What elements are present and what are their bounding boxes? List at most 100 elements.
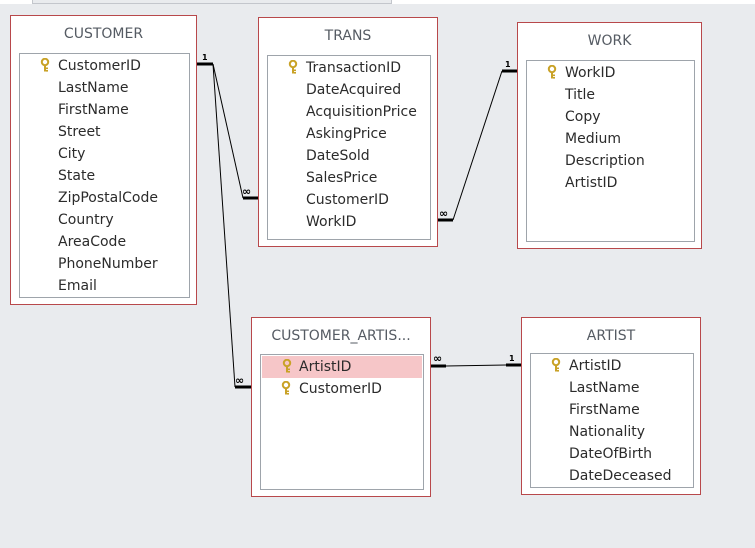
field-label: ArtistID bbox=[569, 358, 622, 374]
field-row[interactable]: LastName bbox=[531, 377, 693, 399]
field-row[interactable]: City bbox=[20, 143, 189, 165]
field-row[interactable]: Email bbox=[20, 275, 189, 297]
field-label: Nationality bbox=[569, 424, 646, 440]
relationship-customerartist-artist[interactable]: ∞ 1 bbox=[431, 352, 521, 368]
relationship-trans-work[interactable]: ∞ 1 bbox=[437, 60, 517, 222]
field-label: LastName bbox=[58, 80, 129, 96]
field-label: WorkID bbox=[565, 65, 616, 81]
field-list[interactable]: WorkID Title Copy Medium Description Art… bbox=[526, 60, 695, 242]
field-row[interactable]: AcquisitionPrice bbox=[268, 101, 430, 123]
field-list[interactable]: ArtistID LastName FirstName Nationality … bbox=[530, 353, 694, 488]
field-label: Description bbox=[565, 153, 645, 169]
field-label: State bbox=[58, 168, 96, 184]
field-label: Email bbox=[58, 278, 97, 294]
field-row[interactable]: FirstName bbox=[20, 99, 189, 121]
field-label: DateOfBirth bbox=[569, 446, 653, 462]
field-label: Street bbox=[58, 124, 101, 140]
cardinality-one-label: 1 bbox=[505, 60, 511, 69]
field-row[interactable]: CustomerID bbox=[268, 189, 430, 211]
field-list[interactable]: ArtistID CustomerID bbox=[260, 354, 424, 490]
field-row[interactable]: Street bbox=[20, 121, 189, 143]
field-label: ArtistID bbox=[299, 359, 352, 375]
table-title: CUSTOMER_ARTIS... bbox=[271, 328, 411, 344]
field-label: PhoneNumber bbox=[58, 256, 158, 272]
primary-key-icon bbox=[288, 60, 298, 74]
field-label: CustomerID bbox=[299, 381, 382, 397]
field-row[interactable]: Nationality bbox=[531, 421, 693, 443]
field-row[interactable]: LastName bbox=[20, 77, 189, 99]
field-row[interactable]: PhoneNumber bbox=[20, 253, 189, 275]
field-row[interactable]: Copy bbox=[527, 106, 694, 128]
cardinality-many-label: ∞ bbox=[242, 185, 251, 198]
cardinality-one-label: 1 bbox=[509, 354, 515, 363]
primary-key-icon bbox=[281, 381, 291, 395]
table-title: TRANS bbox=[324, 28, 372, 44]
field-row[interactable]: CustomerID bbox=[261, 378, 423, 400]
field-row[interactable]: DateAcquired bbox=[268, 79, 430, 101]
field-row[interactable]: Description bbox=[527, 150, 694, 172]
field-row[interactable]: ZipPostalCode bbox=[20, 187, 189, 209]
field-label: FirstName bbox=[58, 102, 129, 118]
table-customer[interactable]: CUSTOMER CustomerID LastName FirstName S… bbox=[10, 15, 197, 305]
scroll-handle[interactable] bbox=[32, 0, 392, 4]
field-label: Copy bbox=[565, 109, 601, 125]
cardinality-many-label: ∞ bbox=[439, 207, 448, 220]
field-label: Medium bbox=[565, 131, 621, 147]
field-row[interactable]: ArtistID bbox=[531, 355, 693, 377]
field-label: TransactionID bbox=[306, 60, 401, 76]
field-label: FirstName bbox=[569, 402, 640, 418]
field-row[interactable]: WorkID bbox=[268, 211, 430, 233]
field-label: WorkID bbox=[306, 214, 357, 230]
cardinality-many-label: ∞ bbox=[433, 352, 442, 365]
field-row[interactable]: ArtistID bbox=[527, 172, 694, 194]
field-row[interactable]: FirstName bbox=[531, 399, 693, 421]
primary-key-icon bbox=[40, 58, 50, 72]
field-label: ZipPostalCode bbox=[58, 190, 158, 206]
table-customer-artist[interactable]: CUSTOMER_ARTIS... ArtistID CustomerID bbox=[251, 317, 431, 497]
table-work[interactable]: WORK WorkID Title Copy Medium Descriptio… bbox=[517, 22, 702, 249]
field-label: DateAcquired bbox=[306, 82, 402, 98]
field-label: AskingPrice bbox=[306, 126, 387, 142]
field-row[interactable]: CustomerID bbox=[20, 55, 189, 77]
field-label: AreaCode bbox=[58, 234, 127, 250]
field-row[interactable]: DateOfBirth bbox=[531, 443, 693, 465]
field-row-selected[interactable]: ArtistID bbox=[262, 356, 422, 378]
table-title: ARTIST bbox=[586, 328, 636, 344]
cardinality-many-label: ∞ bbox=[235, 374, 244, 387]
field-row[interactable]: WorkID bbox=[527, 62, 694, 84]
field-list[interactable]: TransactionID DateAcquired AcquisitionPr… bbox=[267, 55, 431, 240]
field-label: AcquisitionPrice bbox=[306, 104, 417, 120]
field-list[interactable]: CustomerID LastName FirstName Street Cit… bbox=[19, 53, 190, 298]
table-trans[interactable]: TRANS TransactionID DateAcquired Acquisi… bbox=[258, 17, 438, 247]
table-title: WORK bbox=[587, 33, 632, 49]
field-row[interactable]: State bbox=[20, 165, 189, 187]
field-label: Country bbox=[58, 212, 114, 228]
field-label: DateSold bbox=[306, 148, 370, 164]
field-row[interactable]: Medium bbox=[527, 128, 694, 150]
field-row[interactable]: AreaCode bbox=[20, 231, 189, 253]
field-row[interactable]: AskingPrice bbox=[268, 123, 430, 145]
table-artist[interactable]: ARTIST ArtistID LastName FirstName Natio… bbox=[521, 317, 701, 495]
field-row[interactable]: Country bbox=[20, 209, 189, 231]
relationship-customer-customerartist[interactable]: ∞ bbox=[212, 63, 251, 389]
relationship-customer-trans[interactable]: 1 ∞ bbox=[197, 53, 258, 200]
field-label: City bbox=[58, 146, 86, 162]
field-row[interactable]: DateSold bbox=[268, 145, 430, 167]
field-row[interactable]: Title bbox=[527, 84, 694, 106]
field-row[interactable]: TransactionID bbox=[268, 57, 430, 79]
primary-key-icon bbox=[547, 65, 557, 79]
field-row[interactable]: DateDeceased bbox=[531, 465, 693, 487]
field-label: SalesPrice bbox=[306, 170, 378, 186]
field-label: CustomerID bbox=[58, 58, 141, 74]
table-title: CUSTOMER bbox=[63, 26, 144, 42]
field-label: Title bbox=[565, 87, 596, 103]
primary-key-icon bbox=[282, 359, 292, 373]
window-top-strip bbox=[0, 0, 755, 4]
field-label: CustomerID bbox=[306, 192, 389, 208]
primary-key-icon bbox=[551, 358, 561, 372]
field-label: LastName bbox=[569, 380, 640, 396]
cardinality-one-label: 1 bbox=[202, 53, 208, 62]
field-row[interactable]: SalesPrice bbox=[268, 167, 430, 189]
field-label: DateDeceased bbox=[569, 468, 672, 484]
